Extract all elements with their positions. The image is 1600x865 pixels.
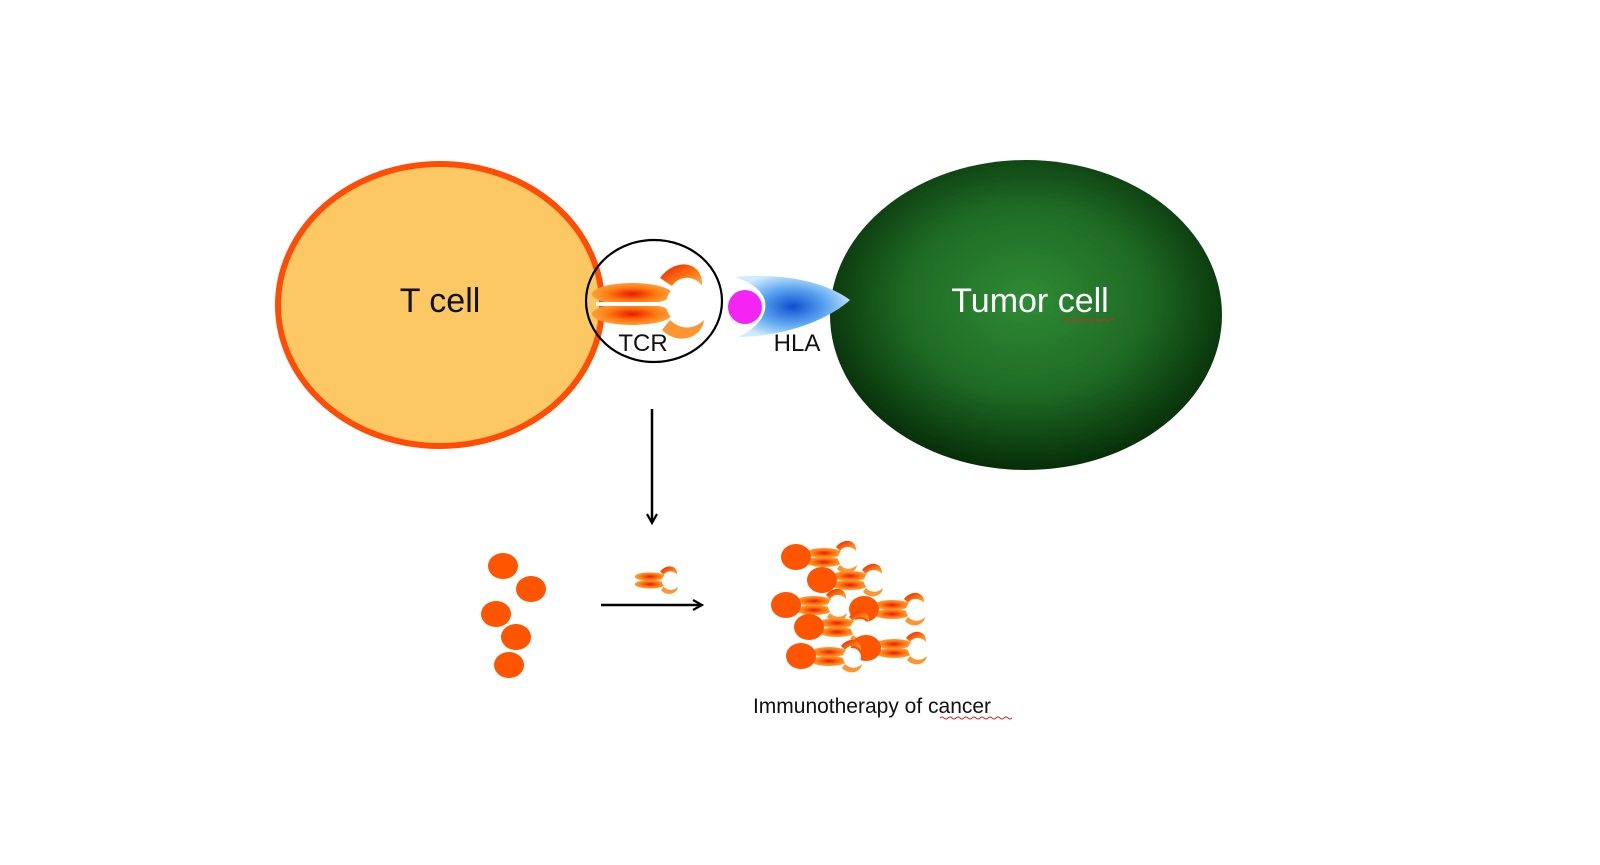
spellcheck-underline-icon: [1061, 318, 1115, 322]
caption: Immunotherapy of cancer: [753, 695, 991, 718]
engineered-tcr-t-cells-group: [771, 540, 927, 673]
tcr-label: TCR: [618, 330, 667, 357]
tcr-t-cell: [794, 610, 870, 644]
hla-label: HLA: [774, 330, 821, 357]
small-t-cell: [516, 576, 546, 602]
spellcheck-underline-icon: [939, 716, 1013, 720]
small-t-cell: [501, 624, 531, 650]
tcr-receptor-icon: [592, 264, 706, 339]
small-t-cell: [494, 652, 524, 678]
tcr-t-cell: [781, 540, 857, 574]
small-t-cell: [481, 601, 511, 627]
small-t-cell: [488, 553, 518, 579]
tumor-cell-label: Tumor cell: [951, 282, 1108, 320]
tcr-t-cell: [807, 563, 883, 597]
tcr-t-cell: [771, 588, 847, 622]
tcr-t-cell: [786, 639, 862, 673]
peptide-antigen: [728, 290, 762, 324]
hla-molecule-icon: [735, 275, 850, 337]
tcr-highlight-circle: [584, 238, 724, 364]
tcr-gene-icon: [634, 566, 679, 594]
t-cell-population-group: [481, 553, 546, 678]
tcr-t-cell: [851, 631, 927, 665]
t-cell-label: T cell: [400, 282, 481, 320]
tumor-cell: [830, 160, 1222, 470]
